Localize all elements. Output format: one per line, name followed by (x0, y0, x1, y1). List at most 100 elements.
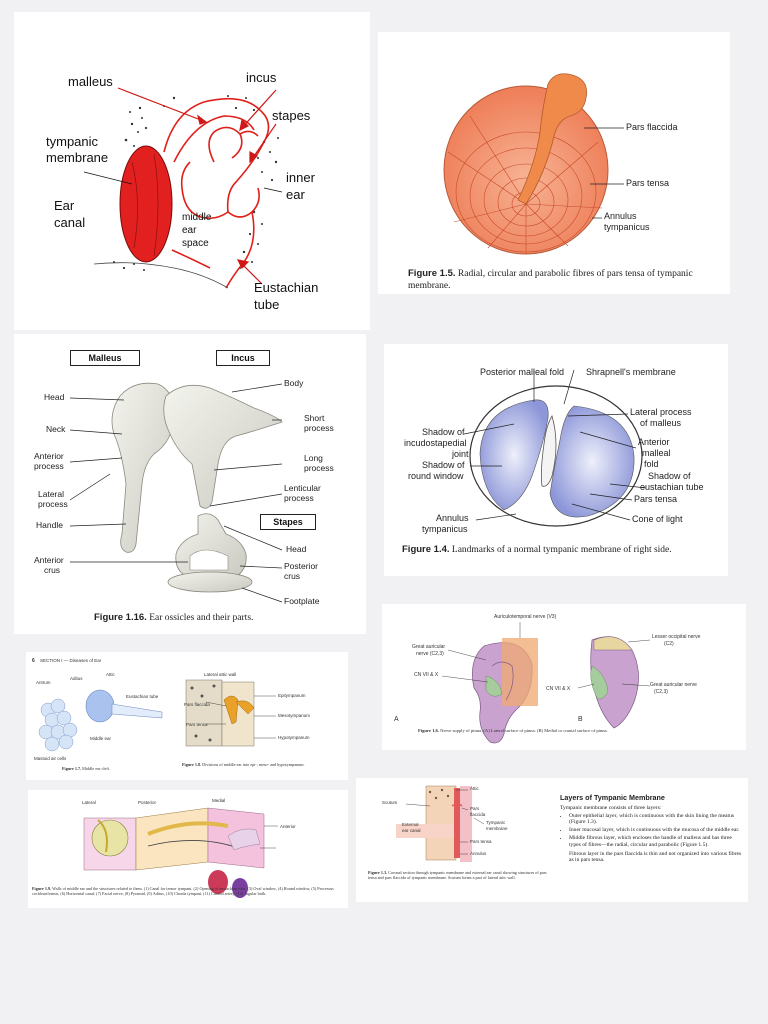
label-pars-tensa: Pars tensa (626, 178, 670, 188)
label-lesser-occipital-2: (C2) (664, 641, 674, 647)
label-footplate: Footplate (284, 596, 320, 606)
label-antrum: Antrum (36, 680, 51, 685)
figure-number: Figure 1.5. (408, 268, 456, 279)
section-heading: Layers of Tympanic Membrane (560, 793, 665, 802)
label-lateral-process-malleus-2: of malleus (640, 418, 682, 428)
figure-caption: Figure 1.5. Radial, circular and parabol… (408, 268, 720, 293)
panel-figure-1-5: Pars flaccida Pars tensa Annulus tympani… (378, 32, 730, 294)
label-annulus-tympanicus-1: Annulus (604, 211, 637, 221)
label-mastoid-air-cells: Mastoid air cells (34, 756, 67, 761)
label-tympanic: tympanic (46, 134, 99, 149)
label-long-process-2: process (304, 463, 334, 473)
figure-number: Figure 1.6. (418, 728, 439, 733)
label-long-process-1: Long (304, 453, 323, 463)
label-lateral-process-2: process (38, 499, 68, 509)
coronal-section-drawing (396, 785, 485, 862)
label-tympanic-membrane-2: membrane (486, 826, 508, 831)
list-item: Middle fibrous layer, which encloses the… (569, 835, 742, 849)
label-tympanic-membrane-1: Tympanic (486, 820, 506, 825)
label-external-ear-canal-2: ear canal (402, 828, 421, 833)
label-middle-ear: ear (182, 225, 197, 236)
label-a: A (394, 716, 399, 723)
panel-figure-1-9: Lateral Posterior Medial Anterior Figure… (28, 790, 348, 908)
figure-number: Figure 1.16. (94, 612, 147, 623)
label-anterior-malleal-fold-2: malleal (642, 448, 671, 458)
label-shadow-incudostapedial-1: Shadow of (422, 427, 465, 437)
figure-number: Figure 1.3. (368, 870, 388, 875)
label-ear-canal-1: Ear (54, 198, 75, 213)
pinna-nerve-drawing (441, 622, 651, 744)
panel-figure-1-3-layers: Scutum Attic Pars flaccida External ear … (356, 778, 748, 902)
label-lateral: Lateral (82, 800, 96, 805)
label-posterior-crus-2: crus (284, 571, 301, 581)
paragraph: Fibrous layer in the pars flaccida is th… (569, 850, 742, 864)
label-mesotympanum: Mesotympanum (278, 713, 311, 718)
label-attic: Attic (106, 672, 115, 677)
box-incus: Incus (216, 350, 270, 366)
figure-caption-text: Radial, circular and parabolic fibres of… (408, 269, 693, 291)
figure-caption-text: Landmarks of a normal tympanic membrane … (451, 545, 672, 555)
label-short-process-2: process (304, 423, 334, 433)
label-b: B (578, 716, 583, 723)
figure-1-8-caption: Figure 1.8. Divisions of middle ear into… (182, 762, 342, 767)
figure-1-7-caption: Figure 1.7. Middle ear cleft. (62, 766, 172, 771)
label-lateral-process-1: Lateral (38, 489, 64, 499)
label-shrapnells-membrane: Shrapnell's membrane (586, 367, 676, 377)
label-head: Head (44, 392, 65, 402)
middle-ear-walls-drawing (83, 807, 278, 898)
label-anterior-malleal-fold-1: Anterior (638, 437, 670, 447)
label-pars-tensa: Pars tensa (186, 722, 208, 727)
label-lateral-process-malleus-1: Lateral process (630, 407, 692, 417)
label-middle-ear: Middle ear (90, 736, 112, 741)
label-posterior-crus-1: Posterior (284, 561, 319, 571)
label-cn-vii-x-b: CN VII & X (546, 686, 571, 692)
label-anterior: Anterior (280, 824, 296, 829)
middle-ear-cleft-drawing (38, 679, 276, 752)
label-stapes: stapes (272, 108, 311, 123)
panel-page-middle-ear-cleft: 6 SECTION I — Diseases of Ear Antrum Adi… (26, 652, 348, 780)
figure-caption-text: Ear ossicles and their parts. (149, 613, 254, 623)
figure-1-7-text: Middle ear cleft. (82, 766, 110, 771)
label-malleus: malleus (68, 74, 113, 89)
label-cone-of-light: Cone of light (632, 514, 683, 524)
label-pars-tensa: Pars tensa (634, 494, 678, 504)
label-middle-space: space (182, 238, 209, 249)
figure-caption: Figure 1.3. Coronal section through tymp… (368, 870, 548, 881)
label-annulus: Annulus (470, 851, 487, 856)
label-inner-ear: ear (286, 187, 305, 202)
label-anterior-process-2: process (34, 461, 64, 471)
label-lesser-occipital-1: Lesser occipital nerve (652, 634, 701, 640)
label-eustachian: Eustachian (254, 280, 319, 295)
label-lateral-attic-wall: Lateral attic wall (204, 672, 237, 677)
layers-text-block: Layers of Tympanic Membrane Tympanic mem… (560, 793, 742, 864)
box-stapes: Stapes (260, 514, 316, 530)
label-inner: inner (286, 170, 315, 185)
label-lenticular-process-1: Lenticular (284, 483, 321, 493)
label-eustachian-tube: Eustachian tube (126, 694, 159, 699)
label-anterior-malleal-fold-3: fold (644, 459, 659, 469)
figure-number: Figure 1.9. (32, 886, 52, 891)
label-posterior-malleal-fold: Posterior malleal fold (480, 367, 565, 377)
label-scutum: Scutum (382, 800, 398, 805)
label-anterior-crus-1: Anterior (34, 555, 64, 565)
label-neck: Neck (46, 424, 66, 434)
ear-sketch-drawing (83, 87, 283, 289)
label-short-process-1: Short (304, 413, 325, 423)
figure-caption-text: Walls of middle ear and the structures r… (32, 886, 334, 897)
label-body: Body (284, 378, 304, 388)
label-medial: Medial (212, 798, 226, 803)
panel-figure-1-6: Auriculotemporal nerve (V3) Great auricu… (382, 604, 746, 750)
list-item: Inner mucosal layer, which is continuous… (569, 827, 742, 834)
label-great-auricular-b-1: Great auricular nerve (650, 682, 697, 688)
label-annulus-tympanicus-2: tympanicus (422, 524, 468, 534)
label-annulus-tympanicus-1: Annulus (436, 513, 469, 523)
label-great-auricular-a-2: nerve (C2,3) (416, 651, 444, 657)
list-item: Outer epithelial layer, which is continu… (569, 813, 742, 827)
page-header: SECTION I — Diseases of Ear (40, 658, 102, 663)
label-ear-canal-2: canal (54, 215, 86, 230)
ossicles-drawing (69, 382, 283, 603)
figure-number: Figure 1.4. (402, 544, 450, 555)
label-anterior-process-1: Anterior (34, 451, 64, 461)
label-middle: middle (182, 212, 212, 223)
label-epitympanum: Epitympanum (278, 693, 306, 698)
